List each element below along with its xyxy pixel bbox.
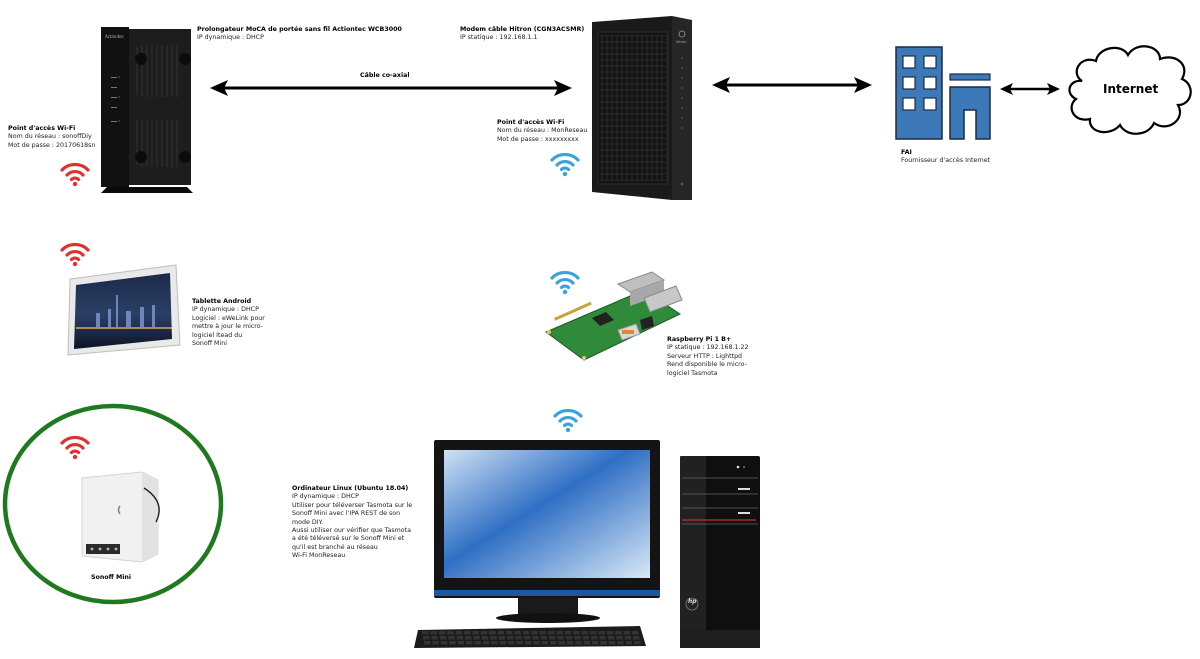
modem-device: hitron [588,14,696,204]
tablet-image [67,264,181,356]
wifi-icon-tablet [60,242,90,267]
extender-line: IP dynamique : DHCP [197,34,264,42]
computer-line: Sonoff Mini avec l'IPA REST de son [292,510,401,518]
raspberry-line: logiciel Tasmota [667,369,718,377]
computer-line: a été téléversé sur le Sonoff Mini et [292,535,405,543]
tablet-line: logiciel Itead du [192,331,243,339]
tablet-line: mettre à jour le micro- [192,323,263,331]
modem-wifi-label: Point d'accès Wi-Fi Nom du réseau : MonR… [497,119,587,144]
extender-image [101,27,193,193]
computer-tower-image [680,456,760,648]
sonoff-mini-image [81,471,160,563]
computer-line: qu'il est branché au réseau [292,543,378,551]
internet-label: Internet [1103,82,1159,96]
modem-line: IP statique : 192.168.1.1 [460,34,538,42]
extender-wifi-ssid: Nom du réseau : sonoffDiy [8,133,92,141]
extender-wifi-password: Mot de passe : 20170618sn [8,141,96,149]
wifi-icon-sonoff [60,435,90,460]
sonoff-label: Sonoff Mini [91,574,131,582]
wifi-icon-extender [60,162,90,187]
coax-arrow [210,80,572,96]
raspberry-pi-image [545,271,683,361]
computer-monitor-image [414,440,660,648]
extender-brand: Actiontec [105,34,124,39]
computer-line: IP dynamique : DHCP [292,493,359,501]
modem-label: Modem câble Hitron (CGN3ACSMR) IP statiq… [460,26,584,43]
tablet-label: Tablette Android IP dynamique : DHCP Log… [192,298,265,348]
wifi-icon-computer [553,408,583,433]
extender-title: Prolongateur MoCA de portée sans fil Act… [197,26,402,33]
isp-title: FAI [901,149,912,156]
sonoff-title: Sonoff Mini [91,574,132,581]
modem-wifi-title: Point d'accès Wi-Fi [497,119,565,126]
modem-brand: hitron [676,40,687,44]
tablet-line: IP dynamique : DHCP [192,306,259,314]
wifi-icon-modem [550,152,580,177]
raspberry-line: Rend disponible le micro- [667,361,747,369]
extender-device: Actiontec [97,25,197,197]
isp-label: FAI Fournisseur d'accès Internet [901,149,990,166]
tablet-line: Sonoff Mini [192,340,227,348]
extender-wifi-title: Point d'accès Wi-Fi [8,125,76,132]
tablet-title: Tablette Android [192,298,252,305]
raspberry-line: IP statique : 192.168.1.22 [667,344,749,352]
coax-label-text: Câble co-axial [360,72,410,79]
isp-building-icon [895,46,991,140]
computer-title: Ordinateur Linux (Ubuntu 18.04) [292,485,409,492]
modem-isp-arrow [712,77,872,93]
extender-label: Prolongateur MoCA de portée sans fil Act… [197,26,402,43]
isp-internet-arrow [1000,83,1060,95]
modem-wifi-ssid: Nom du réseau : MonReseau [497,127,588,135]
tablet-line: Logiciel : eWeLink pour [192,314,265,322]
wifi-icon-raspberry [550,270,580,295]
extender-wifi-label: Point d'accès Wi-Fi Nom du réseau : sono… [8,125,95,150]
raspberry-label: Raspberry Pi 1 B+ IP statique : 192.168.… [667,336,749,378]
modem-wifi-password: Mot de passe : xxxxxxxxx [497,135,579,143]
computer-line: mode DIY. [292,518,324,526]
internet-cloud-icon [1068,45,1192,135]
computer-line: Wi-Fi MonReseau [292,552,346,560]
raspberry-line: Serveur HTTP : Lighttpd [667,352,743,360]
hp-logo: hp [688,598,697,605]
computer-label: Ordinateur Linux (Ubuntu 18.04) IP dynam… [292,485,412,561]
computer-line: Aussi utiliser our vérifier que Tasmota [292,527,411,535]
modem-image [592,16,692,200]
computer-line: Utiliser pour téléverser Tasmota sur le [292,501,413,509]
modem-title: Modem câble Hitron (CGN3ACSMR) [460,26,585,33]
coax-label: Câble co-axial [360,72,410,80]
isp-line: Fournisseur d'accès Internet [901,157,991,165]
raspberry-title: Raspberry Pi 1 B+ [667,336,732,343]
